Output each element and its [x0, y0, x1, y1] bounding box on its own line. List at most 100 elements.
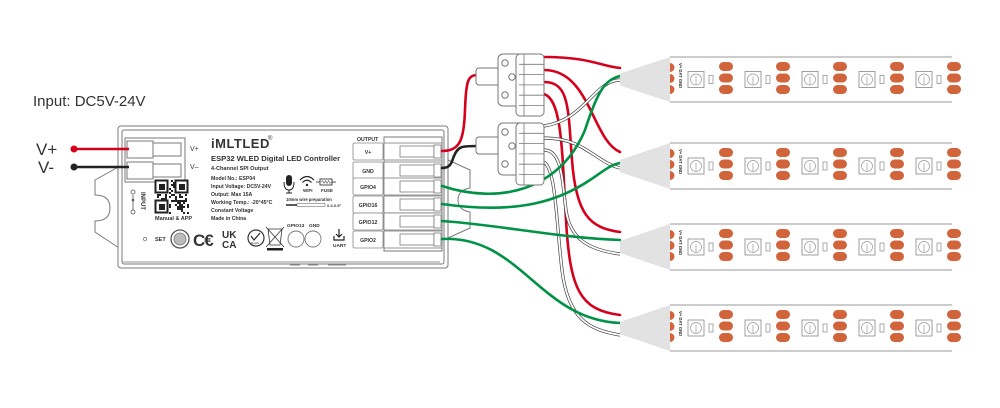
- wire-power-strip2: [542, 68, 622, 154]
- led-chip: [915, 62, 961, 94]
- solder-pad: [833, 73, 847, 83]
- solder-pad: [776, 159, 790, 169]
- solder-pad: [890, 148, 904, 157]
- ukca-mark-icon: UK CA: [222, 230, 237, 251]
- led-strip: V+ DAT GND: [620, 304, 961, 352]
- solder-pad: [670, 311, 675, 320]
- registered-mark: ®: [268, 135, 273, 142]
- output-terminal-label: GPIO12: [359, 220, 378, 226]
- output-header: OUTPUT: [357, 137, 379, 143]
- gpio13-pad: [287, 230, 305, 248]
- output-wires: [440, 55, 622, 337]
- wire-connector: [475, 53, 545, 117]
- led-chip: [744, 310, 790, 342]
- fuse-label: FUSE: [321, 188, 333, 193]
- solder-pad: [719, 321, 733, 331]
- solder-pad: [776, 252, 790, 261]
- solder-pad: [833, 62, 847, 71]
- led-chip: [801, 62, 847, 94]
- uart-label: UART: [333, 243, 346, 249]
- led-chip: [744, 62, 790, 94]
- qr-code[interactable]: [154, 179, 189, 214]
- solder-pad: [719, 85, 733, 94]
- led-chip: [687, 148, 733, 180]
- solder-pad: [890, 229, 904, 238]
- input-terminal-block: [124, 137, 186, 183]
- input-vplus-label: V+: [36, 140, 57, 159]
- wire-power-strip3: [542, 80, 622, 234]
- solder-pad: [833, 85, 847, 94]
- svg-text:CA: CA: [222, 240, 236, 251]
- weee-bin-icon: [265, 226, 285, 251]
- solder-pad: [776, 310, 790, 319]
- solder-pad: [890, 252, 904, 261]
- led-chip: [687, 310, 733, 342]
- solder-pad: [833, 321, 847, 331]
- mounting-bracket-right: [447, 159, 471, 239]
- strip-pad-labels: V+ DAT GND: [678, 230, 683, 255]
- spec-item: Output: Max 15A: [211, 192, 252, 198]
- wire-data-gpio2: [440, 237, 622, 325]
- solder-pad: [776, 333, 790, 342]
- led-strip: V+ DAT GND: [620, 223, 961, 271]
- solder-pad: [670, 160, 675, 169]
- led-strip: V+ DAT GND: [620, 142, 961, 190]
- wire-prep-label: 10mm wire preparation: [286, 197, 332, 202]
- solder-pad: [890, 73, 904, 83]
- output-terminal-gpio4: GPIO4: [352, 177, 443, 196]
- solder-pad: [670, 171, 675, 180]
- qr-caption: Manual & APP: [155, 216, 192, 222]
- output-terminal-gnd: GND: [352, 161, 443, 180]
- solder-pad: [670, 333, 675, 342]
- output-terminal-label: GPIO4: [360, 185, 376, 191]
- solder-pad: [776, 171, 790, 180]
- solder-pad: [670, 85, 675, 94]
- wire-power-strip1: [542, 55, 622, 70]
- output-terminal-vplus: V+: [352, 142, 443, 161]
- set-label: SET: [155, 237, 166, 243]
- output-terminal-gpio12: GPIO12: [352, 212, 443, 231]
- solder-pad: [890, 62, 904, 71]
- fuse-icon: [316, 178, 336, 186]
- mounting-bracket-left: [94, 164, 123, 251]
- brand-logo: iMLTLED: [211, 136, 270, 151]
- gnd-pad-label: GND: [309, 223, 320, 229]
- solder-pad: [833, 229, 847, 238]
- solder-pad: [719, 240, 733, 250]
- solder-pad: [719, 171, 733, 180]
- solder-pad: [890, 240, 904, 250]
- set-button[interactable]: [170, 229, 190, 249]
- led-chip: [801, 148, 847, 180]
- spec-item: Constant Voltage: [211, 208, 253, 214]
- controller-title: ESP32 WLED Digital LED Controller: [211, 154, 340, 163]
- solder-pad: [833, 240, 847, 250]
- solder-pad: [670, 230, 675, 239]
- terminal-vplus-label: V+: [190, 146, 199, 153]
- spec-item: Made in China: [211, 216, 246, 222]
- led-chip: [858, 62, 904, 94]
- output-terminal-gpio16: GPIO16: [352, 195, 443, 214]
- rohs-icon: RoHS: [247, 229, 265, 247]
- solder-pad: [833, 159, 847, 169]
- led-chip: [858, 310, 904, 342]
- solder-pad: [890, 171, 904, 180]
- led-chip: [744, 229, 790, 261]
- terminal-vminus-label: V–: [190, 164, 199, 171]
- solder-pad: [776, 240, 790, 250]
- spec-list: Model No.: ESP04 Input Voltage: DC5V-24V…: [211, 176, 273, 222]
- wire-gnd-to-connector: [440, 144, 480, 170]
- svg-text:UK: UK: [222, 230, 237, 241]
- led-chip: [744, 148, 790, 180]
- spec-item: Working Temp.: -20°45°C: [211, 200, 273, 206]
- wire-prep-gauge-strip: [296, 203, 326, 207]
- uart-icon: [333, 229, 345, 241]
- strip-connectors: [475, 53, 545, 186]
- wire-data-gpio4: [440, 74, 622, 196]
- solder-pad: [719, 73, 733, 83]
- spec-item: Model No.: ESP04: [211, 176, 255, 182]
- solder-pad: [776, 148, 790, 157]
- gpio13-pad-label: GPIO13: [287, 223, 305, 229]
- wire-prep-gauge: 0.3-0.5²: [327, 203, 341, 208]
